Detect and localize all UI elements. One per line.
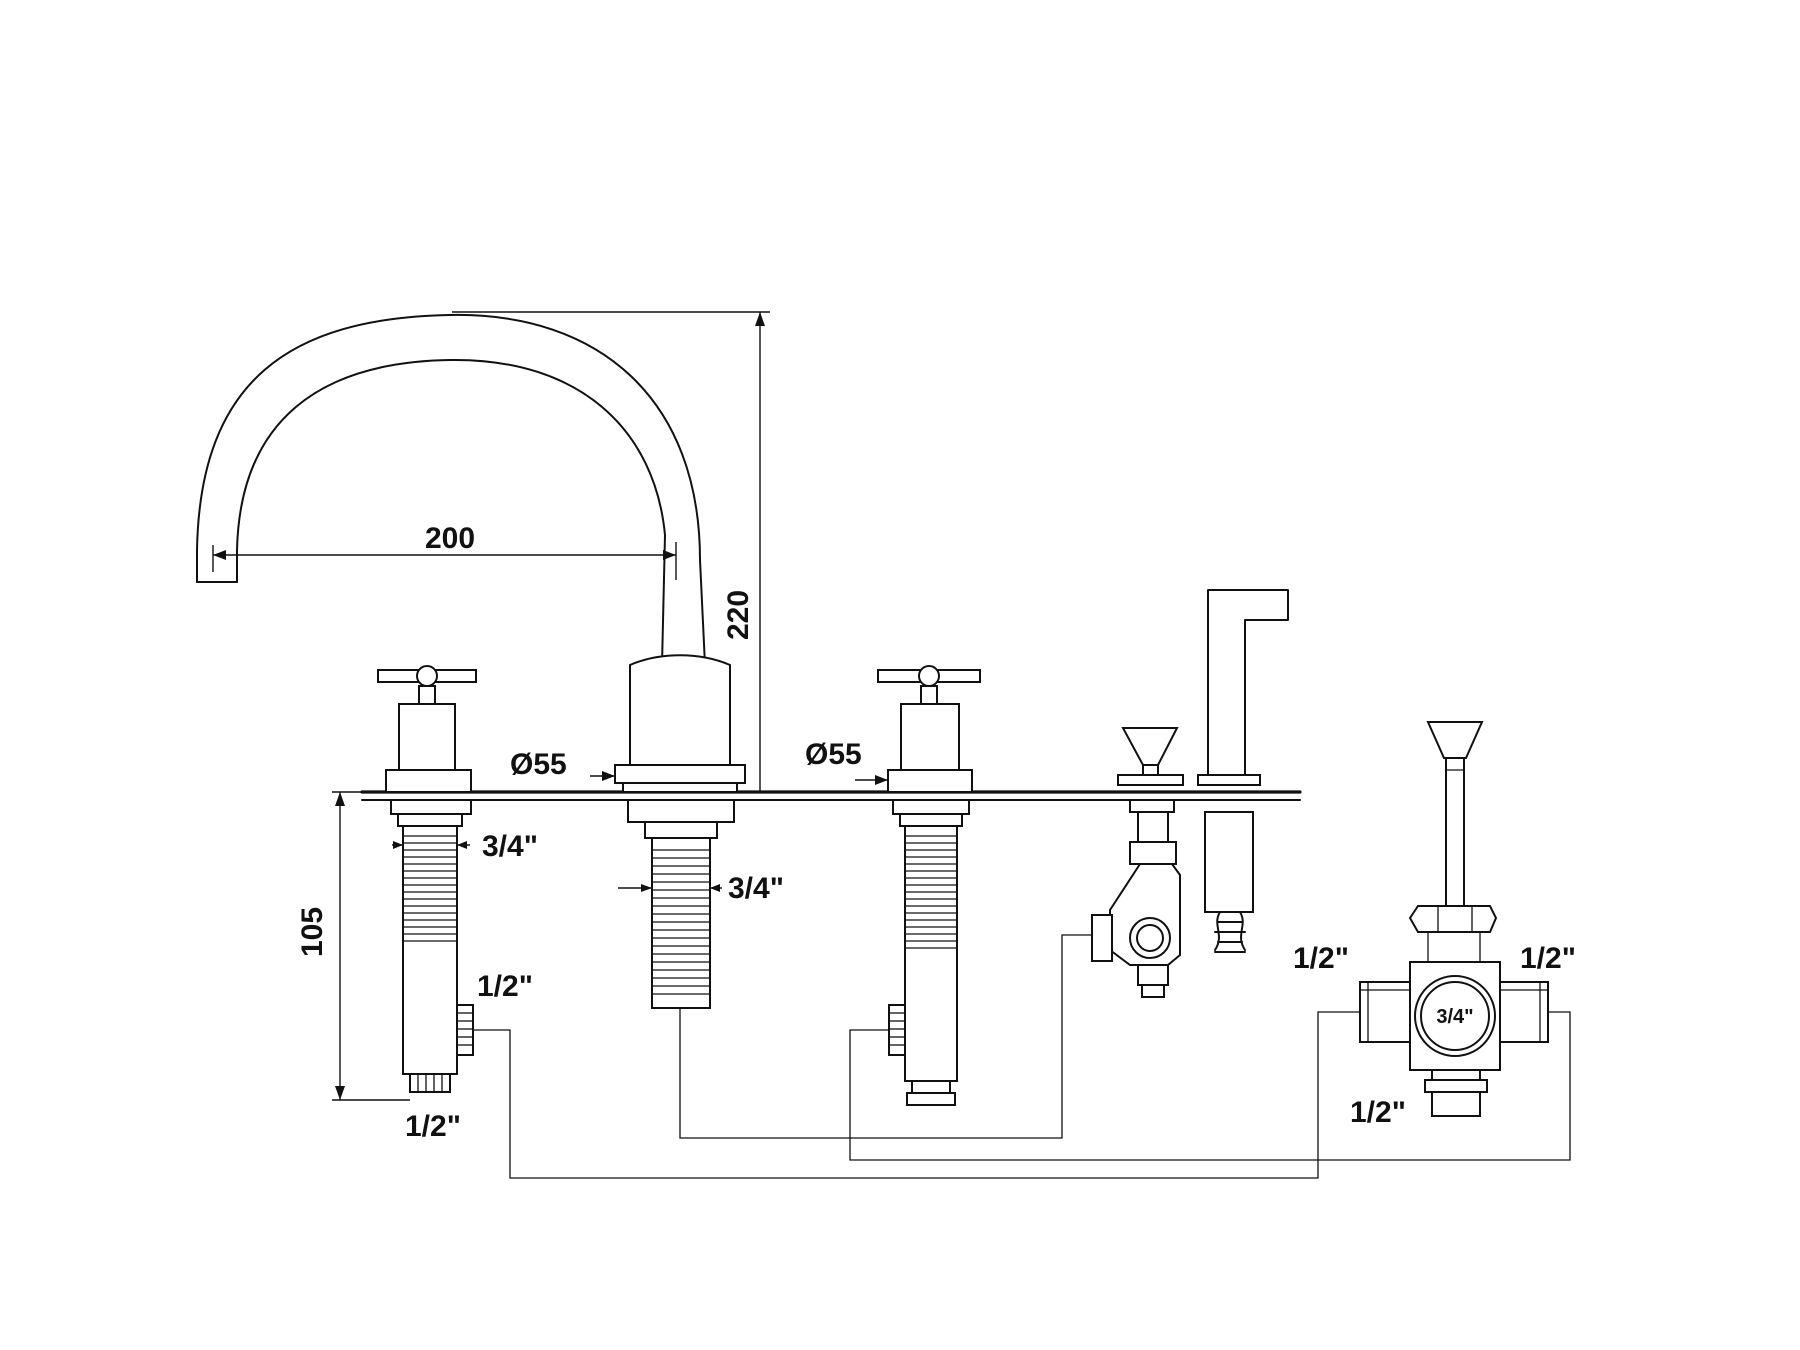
diverter-left-thread-label: 1/2"	[1293, 942, 1349, 975]
deck-diverter	[1091, 727, 1184, 998]
hole-diameter-right-label: Ø55	[805, 738, 862, 771]
depth-dimension-label: 105	[296, 907, 329, 957]
diverter-right-thread-label: 1/2"	[1520, 942, 1576, 975]
hole-diameter-left: Ø55	[510, 748, 615, 781]
connection-lines	[473, 934, 1571, 1179]
dimension-reach: 200	[212, 522, 677, 580]
dimension-height: 220	[452, 311, 770, 792]
thread-callouts: 3/4" 3/4" 1/2" 1/2" 1/2" 1/2" 3/4" 1/2"	[392, 830, 1576, 1143]
spout	[196, 313, 746, 1009]
handshower-holder	[1197, 589, 1289, 953]
right-valve-thread	[905, 835, 957, 949]
right-valve	[877, 665, 981, 1106]
dimension-depth: 105	[296, 791, 410, 1101]
hole-diameter-right: Ø55	[805, 738, 888, 785]
hole-diameter-left-label: Ø55	[510, 748, 567, 781]
left-valve-stem-thread-label: 3/4"	[482, 830, 538, 863]
deck-plate	[360, 790, 1302, 801]
diverter-bottom-thread-label: 1/2"	[1350, 1096, 1406, 1129]
diverter-valve	[1359, 721, 1549, 1117]
left-valve-thread	[403, 835, 457, 942]
diverter-center-thread-label: 3/4"	[1436, 1006, 1473, 1028]
height-dimension-label: 220	[722, 590, 755, 640]
reach-dimension-label: 200	[425, 522, 475, 555]
spout-stem-thread-label: 3/4"	[728, 872, 784, 905]
left-valve	[377, 665, 477, 1093]
spout-stem-thread	[652, 849, 710, 995]
left-valve-bottom-thread-label: 1/2"	[405, 1110, 461, 1143]
left-valve-side-thread-label: 1/2"	[477, 970, 533, 1003]
